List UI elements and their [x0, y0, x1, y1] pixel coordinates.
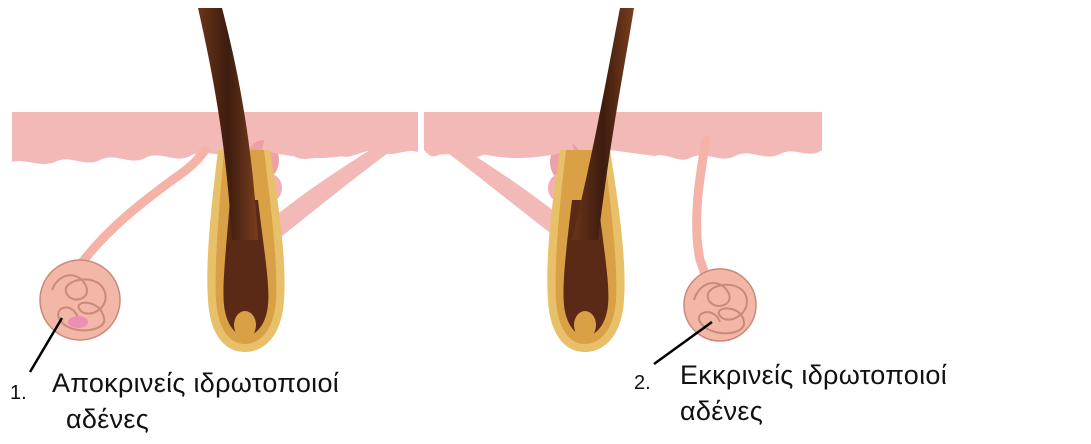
label-apocrine-line2: αδένες	[66, 404, 149, 435]
label-eccrine-number: 2.	[634, 372, 651, 395]
label-eccrine-line1: Εκκρινείς ιδρωτοποιοί	[680, 360, 947, 391]
left-apocrine-gland	[40, 260, 120, 340]
left-skin-layer	[12, 112, 418, 164]
left-apocrine-duct	[78, 150, 205, 268]
right-eccrine-duct	[697, 140, 708, 285]
label-eccrine-line2: αδένες	[680, 396, 763, 427]
right-eccrine-gland	[684, 269, 756, 341]
label-apocrine-number: 1.	[10, 382, 27, 405]
pointer-line-2	[654, 322, 712, 364]
left-skin-panel	[12, 8, 418, 352]
pointer-line-1	[30, 318, 62, 372]
label-apocrine-line1: Αποκρινείς ιδρωτοποιοί	[52, 368, 339, 399]
right-skin-panel	[424, 8, 822, 352]
